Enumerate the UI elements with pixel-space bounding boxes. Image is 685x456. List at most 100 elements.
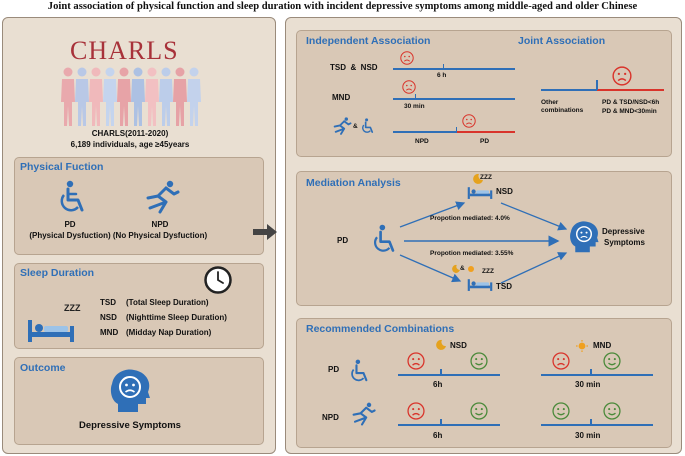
and-symbol: & <box>353 123 358 130</box>
arrow-right-icon <box>253 224 277 240</box>
sleep-mnd-desc: (Midday Nap Duration) <box>126 328 212 337</box>
running-person-icon <box>146 180 180 214</box>
sleeping-bed-icon <box>467 279 493 291</box>
running-person-icon <box>333 117 352 135</box>
line-pd <box>456 131 515 133</box>
rec-tick <box>590 369 592 375</box>
tsd-tick-label: 6 h <box>437 72 447 79</box>
wheelchair-icon <box>362 118 374 133</box>
sleep-tsd-abbr: TSD <box>100 298 116 307</box>
mediation-prop2: Propotion mediated: 3.55% <box>430 250 514 257</box>
outcome-label: Depressive Symptoms <box>79 420 181 431</box>
mediation-arrows <box>399 201 568 284</box>
tick-pf <box>456 127 457 133</box>
rec-tick <box>440 419 442 425</box>
mediation-outcome-line1: Depressive <box>602 227 645 236</box>
happy-face-icon <box>603 352 621 375</box>
tick-tsd <box>443 64 444 70</box>
sleep-mnd-abbr: MND <box>100 328 119 337</box>
mediation-and: & <box>460 265 465 272</box>
association-box <box>296 30 672 157</box>
pd-axis-label: PD <box>480 138 490 145</box>
physical-function-box <box>14 157 264 255</box>
rec-tick <box>440 369 442 375</box>
rec-npd-nsd-line <box>398 424 500 426</box>
physical-function-title: Physical Fuction <box>20 161 104 173</box>
mediation-pd-label: PD <box>337 236 349 245</box>
sun-icon <box>576 340 588 352</box>
joint-pd-tsd-label: PD & TSD/NSD<6h <box>602 99 660 106</box>
rec-30min-label: 30 min <box>575 380 601 389</box>
joint-tick <box>596 80 598 90</box>
sleep-nsd-desc: (Nighttime Sleep Duration) <box>126 313 227 322</box>
zzz-text: ZZZ <box>480 174 492 181</box>
rec-pd-mnd-line <box>541 374 653 376</box>
mediation-prop1: Propotion mediated: 4.0% <box>430 215 510 222</box>
sad-head-icon <box>570 221 599 253</box>
moon-icon <box>436 339 446 350</box>
rec-30min-label: 30 min <box>575 431 601 440</box>
sun-icon <box>468 266 474 272</box>
rec-6h-label: 6h <box>433 431 443 440</box>
mnd-tick-label: 30 min <box>404 103 425 110</box>
happy-face-icon <box>552 402 570 425</box>
npd-axis-label: NPD <box>415 138 429 145</box>
outcome-title: Outcome <box>20 362 66 374</box>
mediation-outcome-line2: Symptoms <box>604 238 645 247</box>
recommended-title: Recommended Combinations <box>306 323 455 335</box>
sleeping-bed-icon <box>28 320 74 342</box>
rec-pd-nsd-line <box>398 374 500 376</box>
happy-face-icon <box>603 402 621 425</box>
wheelchair-icon <box>60 180 84 212</box>
joint-line-red <box>597 89 664 91</box>
sleeping-bed-icon <box>467 187 493 199</box>
wheelchair-icon <box>374 224 395 252</box>
figure-title: Joint association of physical function a… <box>47 1 638 12</box>
moon-icon <box>452 264 460 273</box>
sleep-duration-title: Sleep Duration <box>20 267 95 279</box>
mediation-title: Mediation Analysis <box>306 177 401 189</box>
mediation-nsd-label: NSD <box>496 187 513 196</box>
npd-desc: (No Physical Dysfuction) <box>112 231 208 240</box>
tick-mnd <box>415 94 416 100</box>
tsd-nsd-label: TSD & NSD <box>330 63 378 72</box>
rec-6h-label: 6h <box>433 380 443 389</box>
mnd-label: MND <box>332 93 351 102</box>
pd-desc: (Physical Dysfuction) <box>29 231 111 240</box>
rec-npd-mnd-line <box>541 424 653 426</box>
sample-label: 6,189 individuals, age ≥45years <box>70 140 190 149</box>
sad-head-icon <box>110 369 150 412</box>
cohort-label: CHARLS(2011-2020) <box>91 129 169 138</box>
moon-icon <box>473 173 483 184</box>
rec-nsd-label: NSD <box>450 341 467 350</box>
sleep-tsd-desc: (Total Sleep Duration) <box>126 298 209 307</box>
independent-title: Independent Association <box>306 35 431 47</box>
mediation-tsd-label: TSD <box>496 282 512 291</box>
line-tsd <box>393 68 515 70</box>
rec-pd-label: PD <box>328 365 340 374</box>
joint-other-label: Other combinations <box>541 99 584 114</box>
pd-label: PD <box>64 220 76 229</box>
sleep-nsd-abbr: NSD <box>100 313 117 322</box>
people-crowd-icon <box>61 67 201 126</box>
npd-label: NPD <box>151 220 169 229</box>
charls-logo: CHARLS <box>70 36 179 65</box>
rec-npd-label: NPD <box>322 413 339 422</box>
line-npd <box>393 131 456 133</box>
joint-line-blue <box>541 89 597 91</box>
sad-face-large-icon <box>612 66 632 91</box>
rec-mnd-label: MND <box>593 341 612 350</box>
happy-face-icon <box>470 352 488 375</box>
wheelchair-icon <box>351 359 368 382</box>
sad-face-icon <box>402 80 416 99</box>
sad-face-icon <box>407 352 425 375</box>
sad-face-icon <box>407 402 425 425</box>
zzz-text: ZZZ <box>64 303 81 313</box>
rec-tick <box>590 419 592 425</box>
running-person-icon <box>352 402 376 426</box>
recommended-box <box>296 318 672 448</box>
joint-title: Joint Association <box>518 35 606 47</box>
joint-pd-mnd-label: PD & MND<30min <box>602 108 657 115</box>
zzz-text: ZZZ <box>482 268 494 275</box>
happy-face-icon <box>470 402 488 425</box>
